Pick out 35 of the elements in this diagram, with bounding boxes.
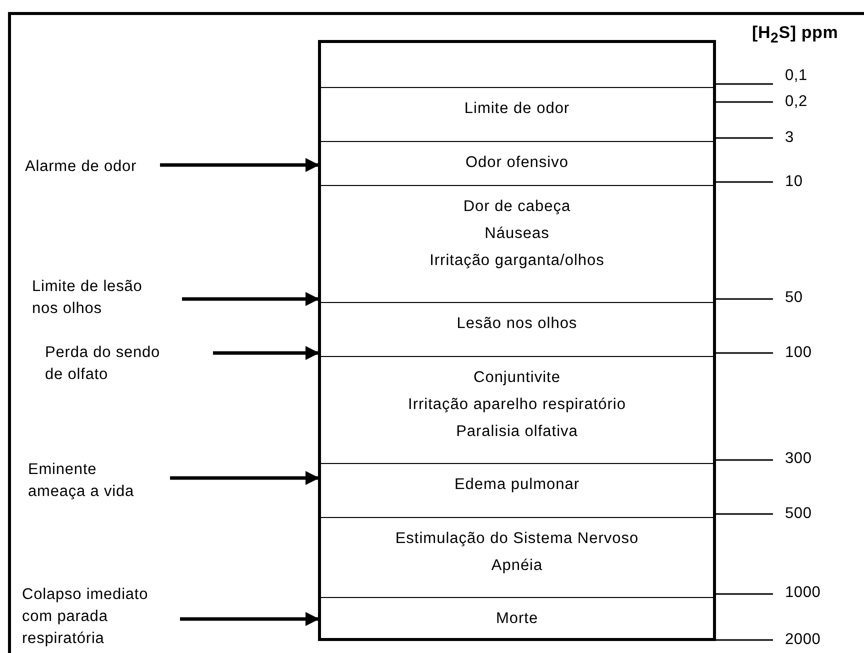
annotation-text: Limite de lesão nos olhos [32,277,144,319]
effect-text: Irritação garganta/olhos [430,251,604,271]
effect-text: Paralisia olfativa [456,422,578,442]
effect-text: Edema pulmonar [454,475,580,495]
arrow [180,612,320,626]
tick-label: 0,2 [785,93,808,111]
effect-text: Limite de odor [464,99,570,119]
arrow [213,346,320,360]
effect-text: Odor ofensivo [466,153,568,173]
tick-label: 3 [785,129,794,147]
tick-label: 50 [785,289,803,307]
effect-text: Irritação aparelho respiratório [408,395,626,415]
axis-title: [H$_{2}$S] ppm [752,24,838,48]
tick-label: 300 [785,450,812,468]
annotation-text: Perda do sendo de olfato [45,343,162,385]
arrow [182,292,320,306]
arrow [170,471,320,485]
annotation-text: Alarme de odor [25,157,138,177]
effect-text: Lesão nos olhos [456,314,578,334]
tick-label: 100 [785,344,812,362]
arrow [160,158,320,172]
effect-text: Estimulação do Sistema Nervoso [395,529,639,549]
tick-label: 2000 [785,631,821,649]
annotation-text: Eminente ameaça a vida [28,460,136,502]
annotation-text: Colapso imediato com parada respiratória [22,585,150,649]
effect-text: Náuseas [484,224,550,244]
tick-label: 1000 [785,584,821,602]
tick-label: 0,1 [785,67,808,85]
effect-text: Conjuntivite [474,368,560,388]
tick-label: 10 [785,173,803,191]
effect-text: Morte [496,609,538,629]
scale-column [318,40,716,641]
tick-label: 500 [785,505,812,523]
effect-text: Apnéia [491,556,543,576]
effect-text: Dor de cabeça [463,197,571,217]
